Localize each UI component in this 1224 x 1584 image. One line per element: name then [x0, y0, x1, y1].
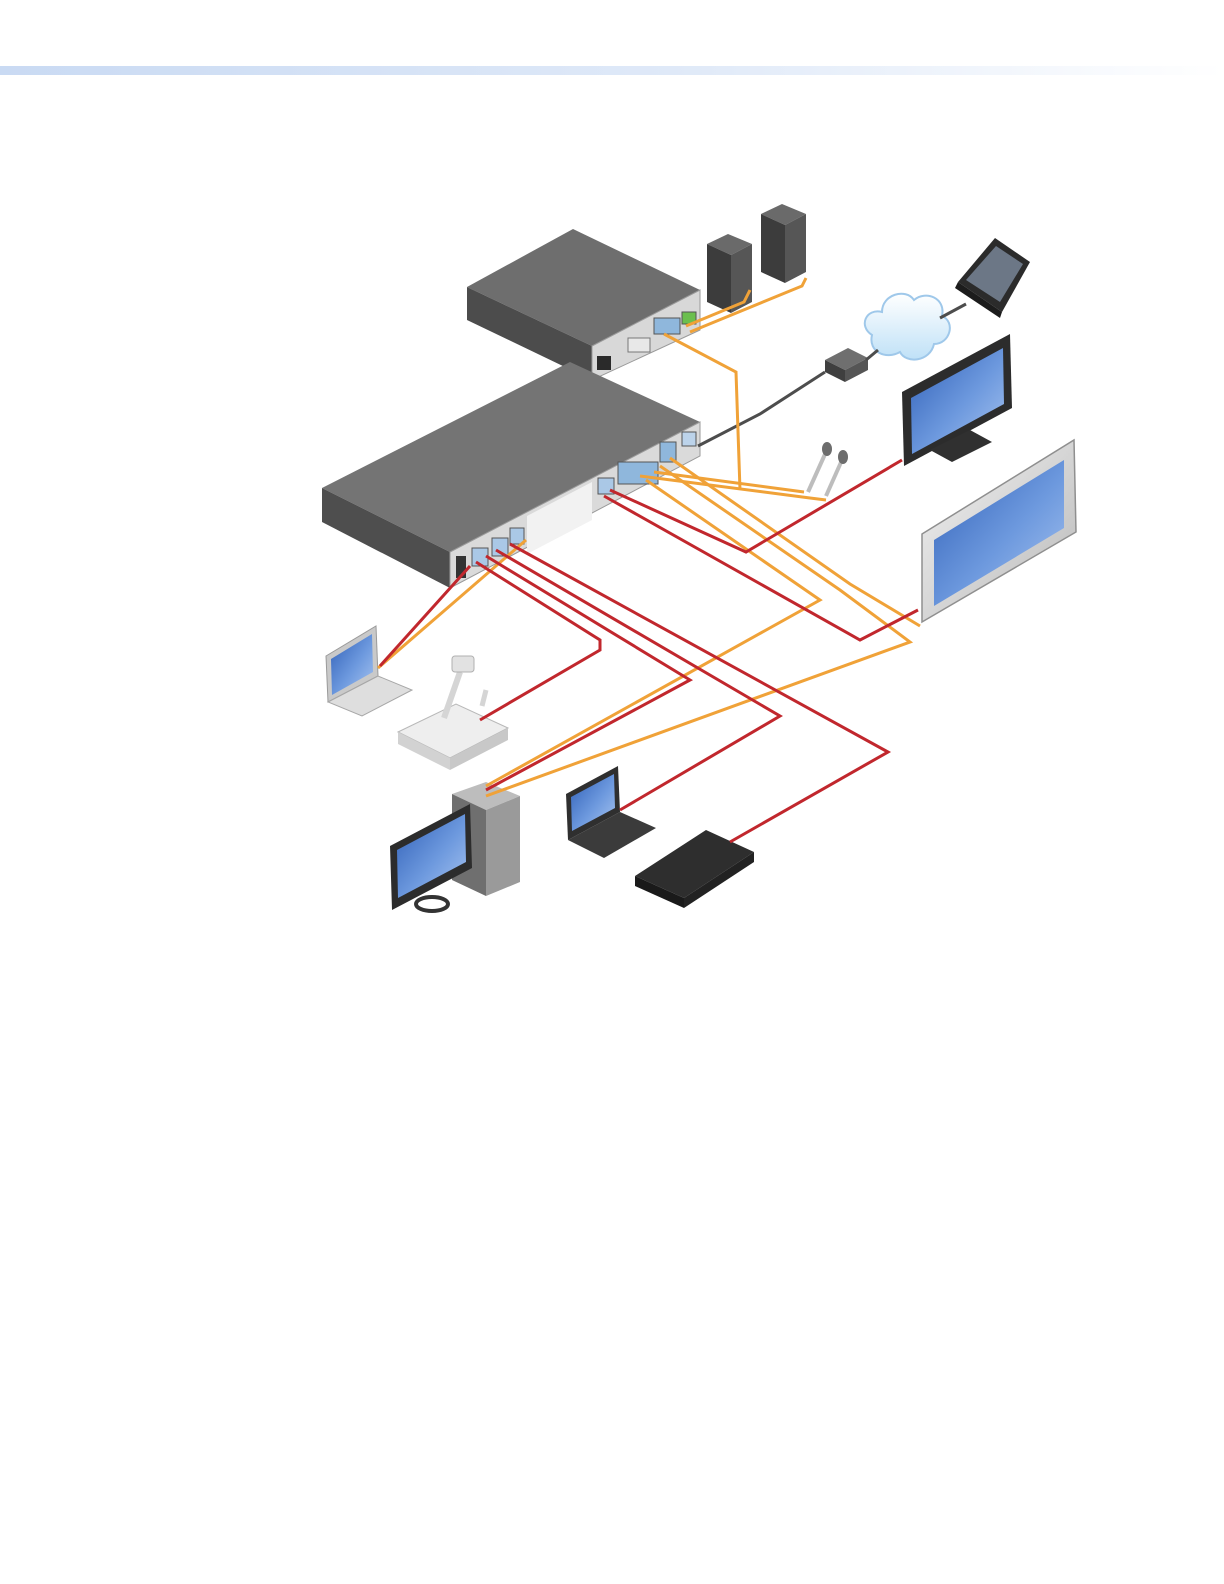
flat-panel-display-icon: [922, 440, 1076, 622]
media-player-icon: [635, 830, 754, 908]
microphone-icon: [808, 442, 848, 496]
laptop-icon: [326, 626, 412, 716]
speaker-icon: [761, 204, 806, 283]
touch-panel-icon: [955, 238, 1030, 318]
desktop-computer-icon: [390, 782, 520, 911]
network-adapter-icon: [825, 348, 868, 382]
laptop-icon: [566, 766, 656, 858]
amplifier-unit-icon: [467, 229, 700, 380]
